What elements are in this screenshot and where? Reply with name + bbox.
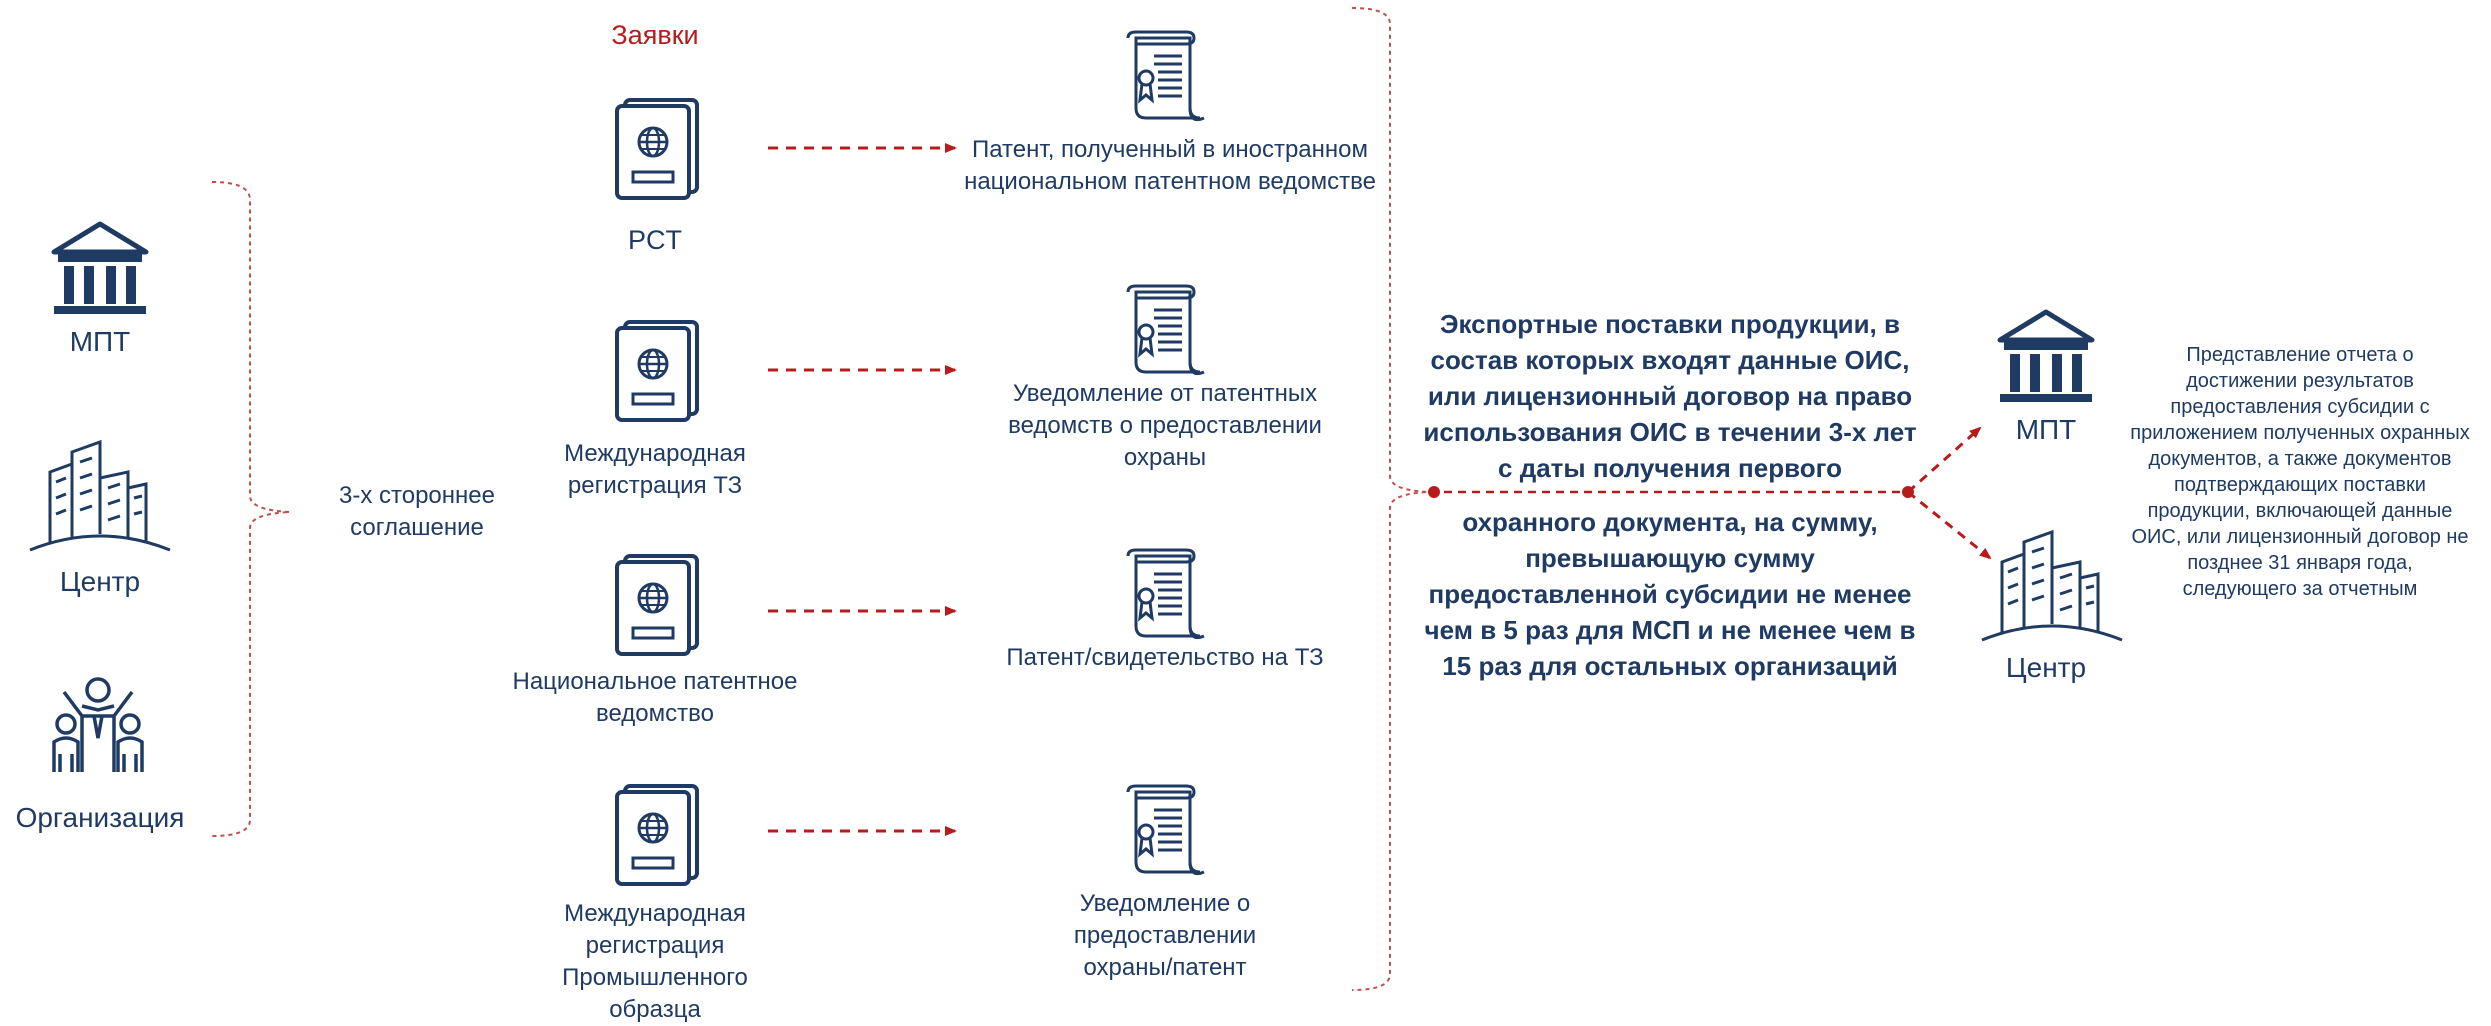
- right-center-label: Центр: [2005, 652, 2087, 683]
- results-bracket: [1351, 7, 1429, 991]
- application-label-pct: PCT: [628, 225, 682, 255]
- result-label-national: Патент/свидетельство на ТЗ: [1006, 644, 1324, 671]
- requirement-text-bottom: охранного документа, на сумму, превышающ…: [1424, 507, 1916, 681]
- left-center-label: Центр: [59, 566, 141, 597]
- government-building-icon: [54, 224, 146, 314]
- agreement-label: 3-х стороннее соглашение: [339, 482, 495, 541]
- left-mpt-label: МПТ: [69, 326, 131, 357]
- right-mpt-label: МПТ: [2015, 414, 2077, 445]
- certificate-icon: [1126, 548, 1206, 640]
- certificate-icon: [1126, 784, 1206, 876]
- passport-icon: [615, 320, 699, 422]
- certificate-icon: [1126, 30, 1206, 122]
- application-label-tz: Международная регистрация ТЗ: [564, 440, 746, 499]
- arrow-to-mpt: [1907, 426, 1982, 494]
- city-buildings-icon: [1980, 530, 2124, 642]
- application-label-national: Национальное патентное ведомство: [512, 668, 798, 727]
- passport-icon: [615, 98, 699, 200]
- result-label-design: Уведомление о предоставлении охраны/пате…: [1073, 890, 1257, 981]
- result-label-tz: Уведомление от патентных ведомств о пред…: [1008, 380, 1322, 471]
- applications-title: Заявки: [611, 20, 699, 50]
- certificate-icon: [1126, 284, 1206, 376]
- city-buildings-icon: [28, 440, 172, 552]
- result-label-pct: Патент, полученный в иностранном национа…: [964, 136, 1376, 195]
- left-bracket: [211, 181, 291, 837]
- government-building-icon: [2000, 312, 2092, 402]
- requirement-text-top: Экспортные поставки продукции, в состав …: [1423, 309, 1917, 483]
- left-organization-label: Организация: [15, 802, 185, 833]
- passport-icon: [615, 784, 699, 886]
- arrow-to-center: [1907, 490, 1992, 560]
- report-note: Представление отчета о достижении резуль…: [2130, 344, 2470, 600]
- people-icon: [52, 677, 144, 774]
- line-start-dot: [1428, 486, 1440, 498]
- passport-icon: [615, 554, 699, 656]
- application-label-design: Международная регистрация Промышленного …: [562, 900, 748, 1023]
